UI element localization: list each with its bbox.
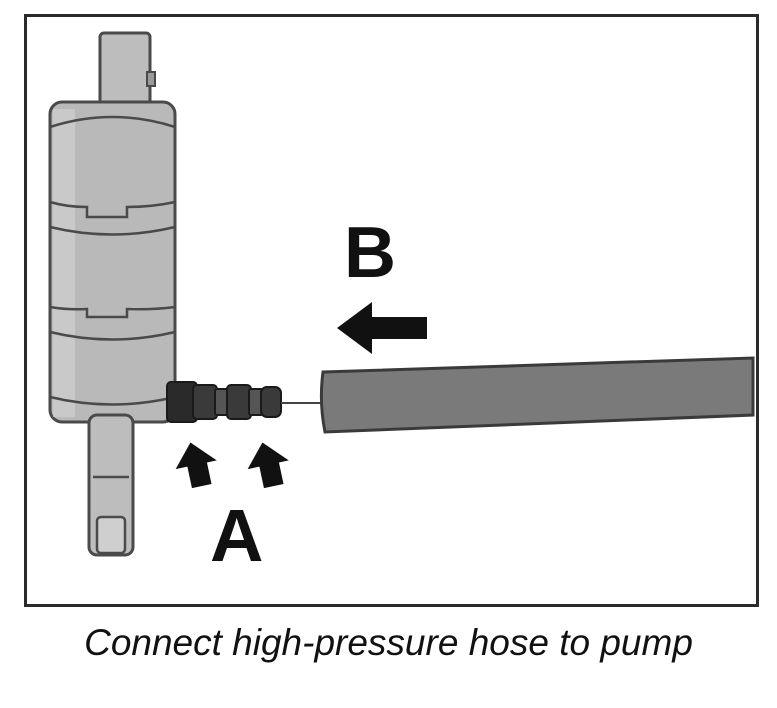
pump-bottom-tip — [95, 515, 127, 555]
pump-body-shade — [53, 109, 75, 417]
connector-tip — [260, 386, 282, 418]
callout-label-a: A — [210, 494, 264, 577]
callout-label-b: B — [344, 213, 396, 293]
pump-top-shaft — [98, 31, 152, 107]
pump-diagram — [48, 31, 755, 557]
pump-top-rim — [49, 115, 176, 129]
high-pressure-hose — [319, 356, 755, 434]
pump — [48, 31, 177, 557]
pump-segment-line-1 — [49, 200, 176, 219]
pump-outlet-connector — [166, 381, 323, 423]
connector-ring-3 — [226, 384, 252, 420]
pump-bottom-rim — [49, 395, 176, 406]
arrow-a-up-right — [247, 442, 289, 489]
figure-caption: Connect high-pressure hose to pump — [84, 622, 693, 663]
pump-top-nub — [146, 71, 156, 87]
pump-segment-line-2 — [49, 305, 176, 319]
arrow-a-up-left — [175, 442, 217, 489]
arrow-b-left — [337, 302, 427, 354]
pump-segment-line-1b — [49, 225, 176, 236]
pump-segment-line-2b — [49, 330, 176, 341]
connector-ring-1 — [192, 384, 218, 420]
diagram-frame: B A — [24, 14, 759, 607]
